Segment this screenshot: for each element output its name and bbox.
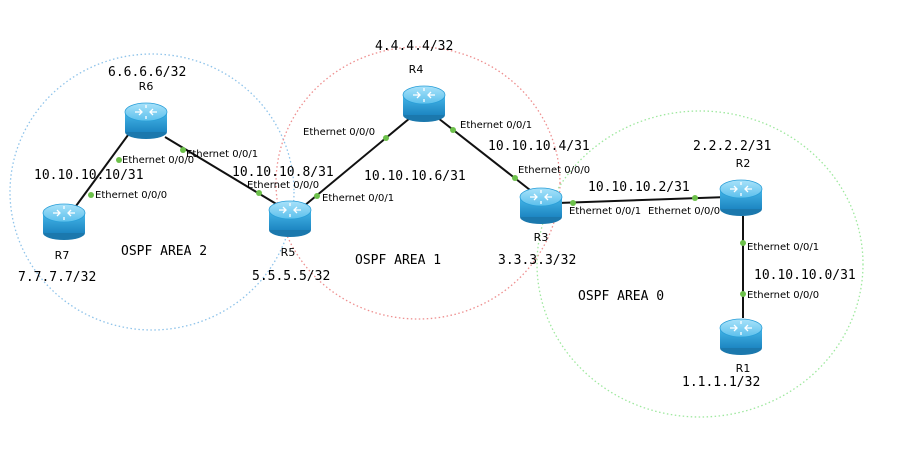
- subnet-r6-r7: 10.10.10.10/31: [34, 168, 144, 183]
- router-icon: [124, 102, 168, 140]
- port-dot: [450, 127, 456, 133]
- area-0-boundary: [536, 110, 864, 418]
- port-dot: [383, 135, 389, 141]
- area-2-boundary: [9, 53, 295, 331]
- port-label-r1-e000: Ethernet 0/0/0: [747, 290, 819, 301]
- router-icon: [268, 200, 312, 238]
- subnet-r2-r1: 10.10.10.0/31: [754, 268, 856, 283]
- area-1-boundary: [275, 46, 561, 320]
- links: [75, 117, 744, 318]
- port-dot: [116, 157, 122, 163]
- subnet-r5-r4: 10.10.10.6/31: [364, 169, 466, 184]
- subnet-r3-r2: 10.10.10.2/31: [588, 180, 690, 195]
- router-label: R3: [534, 231, 549, 244]
- port-label-r5-e000: Ethernet 0/0/0: [247, 180, 319, 191]
- loopback-r4: 4.4.4.4/32: [375, 39, 453, 54]
- port-dot: [180, 147, 186, 153]
- port-dot: [740, 291, 746, 297]
- router-label: R5: [281, 246, 296, 259]
- router-label: R6: [139, 80, 154, 93]
- link-r5-r4[interactable]: [303, 117, 411, 207]
- area-0-label: OSPF AREA 0: [578, 289, 664, 304]
- router-r5[interactable]: R5: [268, 200, 312, 259]
- port-label-r2-e000: Ethernet 0/0/0: [648, 206, 720, 217]
- port-dot: [692, 195, 698, 201]
- router-r6[interactable]: R6: [124, 80, 168, 140]
- port-dot: [512, 175, 518, 181]
- router-r7[interactable]: R7: [42, 203, 86, 262]
- port-label-r3-e001: Ethernet 0/0/1: [569, 206, 641, 217]
- loopback-r7: 7.7.7.7/32: [18, 270, 96, 285]
- port-dot: [256, 190, 262, 196]
- loopback-r5: 5.5.5.5/32: [252, 269, 330, 284]
- router-icon: [519, 187, 563, 225]
- link-r6-r7[interactable]: [75, 130, 132, 207]
- area-1-label: OSPF AREA 1: [355, 253, 441, 268]
- router-label: R7: [55, 249, 70, 262]
- port-label-r6-e000: Ethernet 0/0/0: [122, 155, 194, 166]
- router-icon: [719, 179, 763, 217]
- router-label: R2: [736, 157, 751, 170]
- loopback-r6: 6.6.6.6/32: [108, 65, 186, 80]
- area-circles: [9, 46, 864, 418]
- router-r2[interactable]: R2: [719, 157, 763, 217]
- link-r3-r2[interactable]: [557, 196, 729, 204]
- loopback-r1: 1.1.1.1/32: [682, 375, 760, 390]
- router-label: R1: [736, 362, 751, 375]
- area-2-label: OSPF AREA 2: [121, 244, 207, 259]
- port-label-r4-e001: Ethernet 0/0/1: [460, 120, 532, 131]
- loopback-r2: 2.2.2.2/31: [693, 139, 771, 154]
- subnet-r4-r3: 10.10.10.4/31: [488, 139, 590, 154]
- router-r4[interactable]: R4: [402, 63, 446, 123]
- router-icon: [402, 85, 446, 123]
- loopback-r3: 3.3.3.3/32: [498, 253, 576, 268]
- router-icon: [719, 318, 763, 356]
- router-r3[interactable]: R3: [519, 187, 563, 244]
- port-label-r4-e000: Ethernet 0/0/0: [303, 127, 375, 138]
- port-label-r7-e000: Ethernet 0/0/0: [95, 190, 167, 201]
- port-dot: [88, 192, 94, 198]
- port-label-r5-e001: Ethernet 0/0/1: [322, 193, 394, 204]
- port-dot: [570, 200, 576, 206]
- port-dots: [88, 127, 746, 297]
- port-label-r3-e000: Ethernet 0/0/0: [518, 165, 590, 176]
- router-icon: [42, 203, 86, 241]
- port-dot: [314, 193, 320, 199]
- port-dot: [740, 240, 746, 246]
- router-label: R4: [409, 63, 424, 76]
- port-label-r6-e001: Ethernet 0/0/1: [186, 149, 258, 160]
- subnet-r6-r5: 10.10.10.8/31: [232, 165, 334, 180]
- router-r1[interactable]: R1: [719, 318, 763, 375]
- port-label-r2-e001: Ethernet 0/0/1: [747, 242, 819, 253]
